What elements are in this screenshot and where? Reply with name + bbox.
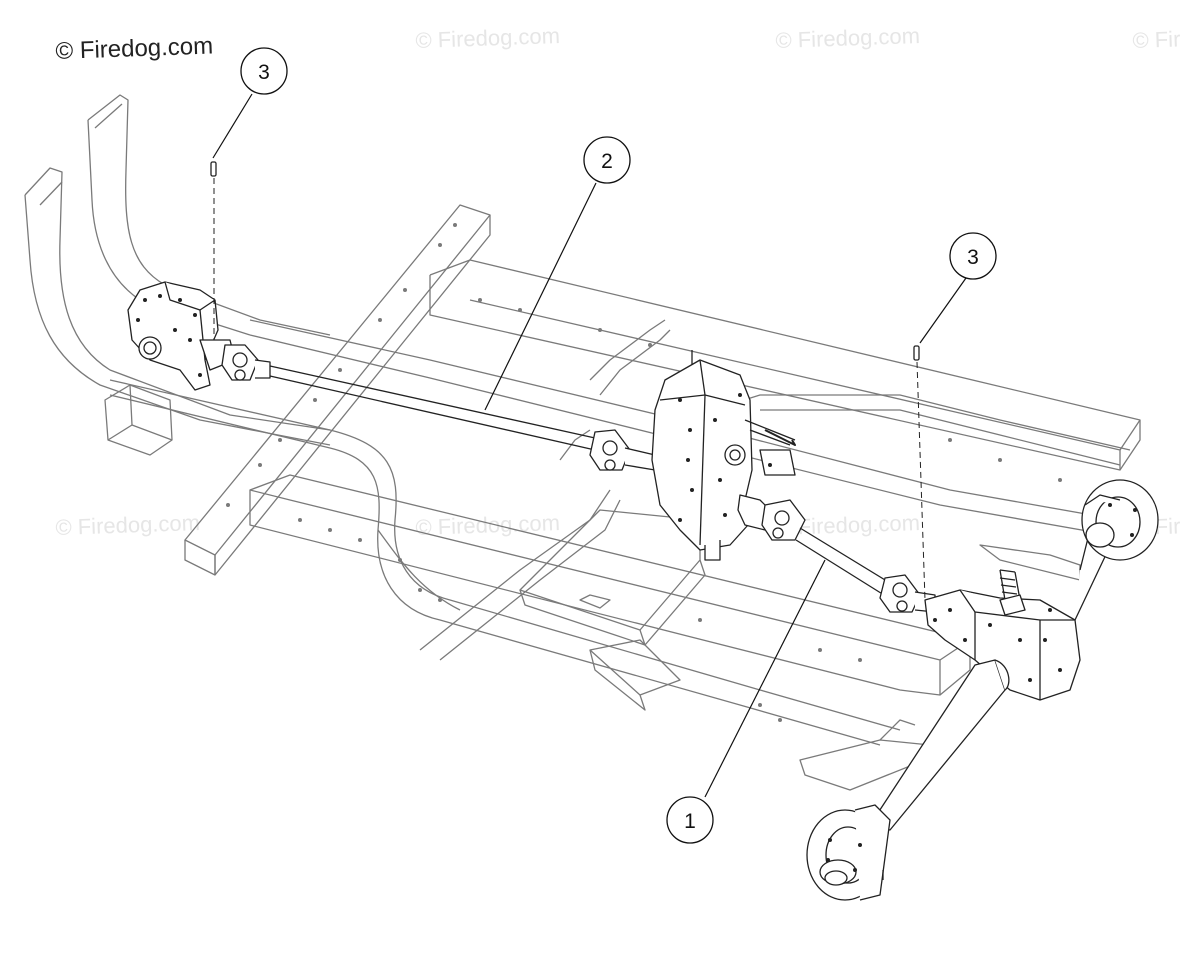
roll-pin-rear xyxy=(210,161,217,177)
callout-label: 2 xyxy=(601,150,613,173)
callout-label: 3 xyxy=(967,246,979,269)
rear-gearbox xyxy=(127,281,236,391)
drive-shaft-front xyxy=(737,494,936,613)
drive-shaft-rear xyxy=(221,344,656,471)
callout-3-front: 3 xyxy=(949,232,997,280)
front-differential xyxy=(869,519,1121,831)
wheel-hub-upper xyxy=(1081,479,1159,561)
roll-pin-front xyxy=(913,345,920,361)
callout-leaders xyxy=(212,93,967,798)
callout-3-rear: 3 xyxy=(240,47,288,95)
callout-label: 3 xyxy=(258,61,270,84)
drive-components xyxy=(127,161,1159,901)
pin-placement-lines xyxy=(213,178,926,601)
transmission xyxy=(651,350,796,561)
wheel-hub-lower xyxy=(806,804,891,901)
callout-1: 1 xyxy=(666,796,714,844)
callout-label: 1 xyxy=(684,810,696,833)
callout-2: 2 xyxy=(583,136,631,184)
